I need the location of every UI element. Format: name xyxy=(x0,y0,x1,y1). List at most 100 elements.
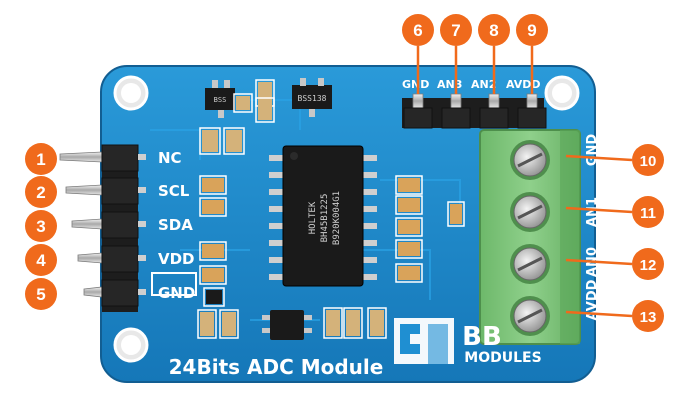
smd-part xyxy=(395,175,423,195)
top-header-pin xyxy=(403,93,433,129)
chip-leg xyxy=(361,189,377,195)
pin-number: 2 xyxy=(36,183,45,202)
smd-part xyxy=(203,287,225,307)
chip-leg xyxy=(269,189,285,195)
left-header-label: SCL xyxy=(158,182,190,200)
pin-number: 7 xyxy=(451,21,460,40)
pin-number-badge: 1 xyxy=(25,143,57,175)
smd-part xyxy=(199,197,227,217)
smd-part xyxy=(199,175,227,195)
smd-part xyxy=(367,307,387,339)
top-header-label: GND xyxy=(402,78,429,91)
smd-part xyxy=(199,241,227,261)
smd-part xyxy=(323,307,343,339)
smd-part xyxy=(199,127,221,155)
left-header-label: NC xyxy=(158,149,182,167)
chip-leg xyxy=(269,206,285,212)
chip-marking-line2: BH45B1225 xyxy=(320,194,330,243)
pin-number-badge: 9 xyxy=(516,14,548,94)
left-header-pin xyxy=(65,177,146,205)
smd-part xyxy=(223,127,245,155)
smd-part xyxy=(233,93,253,113)
chip-leg xyxy=(361,240,377,246)
pin-number: 12 xyxy=(640,257,657,274)
pin-number-badge: 13 xyxy=(565,300,664,332)
left-header-pins xyxy=(59,144,146,307)
chip-marking-line1: HOLTEK xyxy=(308,201,318,234)
pin-number: 3 xyxy=(36,217,45,236)
pin-number: 11 xyxy=(640,205,656,222)
pin-number: 13 xyxy=(640,309,657,326)
chip-leg xyxy=(269,172,285,178)
pin-number-badge: 5 xyxy=(25,278,57,310)
terminal-screw xyxy=(510,244,550,284)
terminal-screw xyxy=(510,296,550,336)
smd-part xyxy=(255,97,275,123)
pin-number: 4 xyxy=(36,251,46,270)
terminal-screw xyxy=(510,140,550,180)
chip-leg xyxy=(269,223,285,229)
left-header-pin xyxy=(59,144,146,172)
pin-number: 9 xyxy=(527,21,536,40)
main-adc-chip: HOLTEK BH45B1225 B920K004G1 xyxy=(269,145,377,287)
chip-leg xyxy=(361,257,377,263)
left-header-label: GND xyxy=(158,284,195,302)
gnd-label-box xyxy=(151,272,197,296)
bottom-small-chip xyxy=(262,310,312,340)
pin-number: 8 xyxy=(489,21,498,40)
top-header-label: AN2 xyxy=(471,78,496,91)
transistor-bss138: BSS138 xyxy=(292,78,332,117)
terminal-screw xyxy=(510,192,550,232)
brand-text: MODULES xyxy=(464,350,541,366)
chip-leg xyxy=(361,274,377,280)
top-header-pin xyxy=(441,93,471,129)
left-header-label: VDD xyxy=(158,250,195,268)
pin-number-badge: 10 xyxy=(565,144,664,176)
smd-part xyxy=(395,239,423,259)
pin-number: 5 xyxy=(36,285,45,304)
pin-number: 10 xyxy=(640,153,657,170)
left-header-pin xyxy=(71,211,146,239)
terminal-label: AN1 xyxy=(585,197,600,227)
pin-number-badge: 3 xyxy=(25,210,57,242)
small-ic-marking: BSS xyxy=(214,96,227,104)
top-header-pin xyxy=(517,93,547,129)
pin-number-badge: 11 xyxy=(565,196,664,228)
pin-number-badge: 7 xyxy=(440,14,472,94)
pin-number: 6 xyxy=(413,21,422,40)
smd-part xyxy=(343,307,363,339)
board-title: 24Bits ADC Module xyxy=(169,355,384,379)
smd-part xyxy=(395,195,423,215)
screw-terminal-block xyxy=(479,129,581,345)
pin-number: 1 xyxy=(36,150,45,169)
mounting-hole-top-right xyxy=(544,75,580,111)
chip-marking-line3: B920K004G1 xyxy=(332,191,342,245)
smd-components xyxy=(197,79,465,339)
smd-part xyxy=(219,309,239,339)
left-header-pin xyxy=(83,279,146,307)
small-transistor: BSS xyxy=(205,80,235,118)
pin-number-badge: 8 xyxy=(478,14,510,94)
pin-number-badge: 12 xyxy=(565,248,664,280)
smd-part xyxy=(395,217,423,237)
top-header-pins xyxy=(403,93,547,129)
chip-leg xyxy=(269,274,285,280)
smd-part xyxy=(197,309,217,339)
chip-leg xyxy=(269,257,285,263)
top-header-label: AVDD xyxy=(506,78,541,91)
left-header-pin xyxy=(77,245,146,273)
chip-leg xyxy=(269,240,285,246)
smd-part xyxy=(447,201,465,227)
mounting-hole-bottom-left xyxy=(113,327,149,363)
pin-number-badge: 6 xyxy=(402,14,434,94)
pin-number-badge: 2 xyxy=(25,176,57,208)
chip-leg xyxy=(361,223,377,229)
transistor-marking: BSS138 xyxy=(298,94,327,103)
mounting-hole-top-left xyxy=(113,75,149,111)
brand-logo: BB MODULES xyxy=(394,318,542,366)
brand-badge: BB xyxy=(462,322,502,352)
chip-leg xyxy=(269,155,285,161)
terminal-label: GND xyxy=(585,134,600,167)
chip-leg xyxy=(361,155,377,161)
